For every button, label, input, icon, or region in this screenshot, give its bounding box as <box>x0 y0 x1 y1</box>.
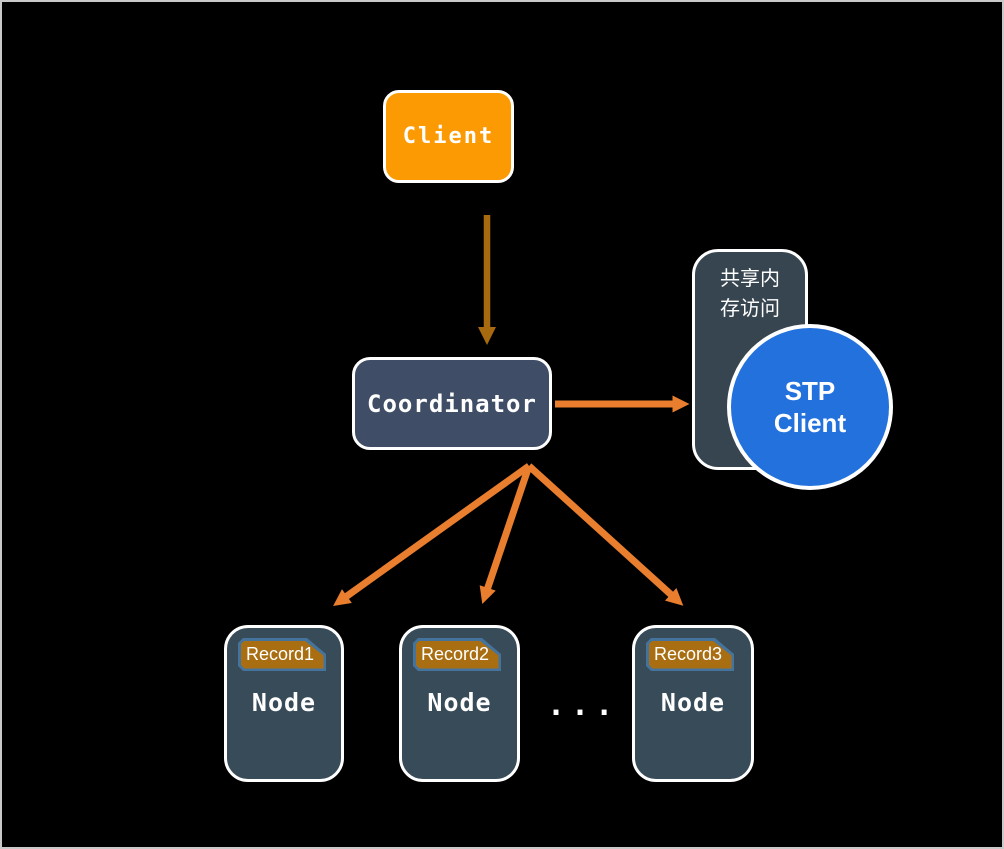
record-tag-2-label: Record2 <box>420 644 490 664</box>
coordinator-label: Coordinator <box>367 389 537 418</box>
record-tag-1: Record1 <box>238 638 326 671</box>
stp-client-label-line2: Client <box>773 408 847 438</box>
node-box-3: Record3 Node <box>632 625 754 782</box>
record-tag-3-shape <box>648 640 732 669</box>
client-box: Client <box>383 90 514 183</box>
stp-client-label-line1: STP <box>784 376 836 406</box>
node-2-label: Node <box>427 688 492 717</box>
record-tag-3: Record3 <box>646 638 734 671</box>
record-tag-3-label: Record3 <box>653 644 723 664</box>
node-1-label: Node <box>251 688 317 717</box>
stp-client-circle: STP Client <box>727 324 893 490</box>
record-tag-1-label: Record1 <box>245 644 315 664</box>
record-tag-2-shape <box>415 640 499 669</box>
arrow-coordinator-to-node-2 <box>479 464 533 605</box>
node-box-1: Record1 Node <box>224 625 344 782</box>
arrow-coordinator-to-node-3 <box>526 463 684 606</box>
arrow-coordinator-to-node-1 <box>333 463 532 606</box>
node-3-label: Node <box>660 688 726 717</box>
coordinator-box: Coordinator <box>352 357 552 450</box>
record-tag-2: Record2 <box>413 638 501 671</box>
shared-memory-label: 共享内存访问 <box>720 268 780 320</box>
node-box-2: Record2 Node <box>399 625 520 782</box>
record-tag-1-shape <box>240 640 324 669</box>
ellipsis: ... <box>547 688 620 723</box>
client-label: Client <box>402 124 495 149</box>
